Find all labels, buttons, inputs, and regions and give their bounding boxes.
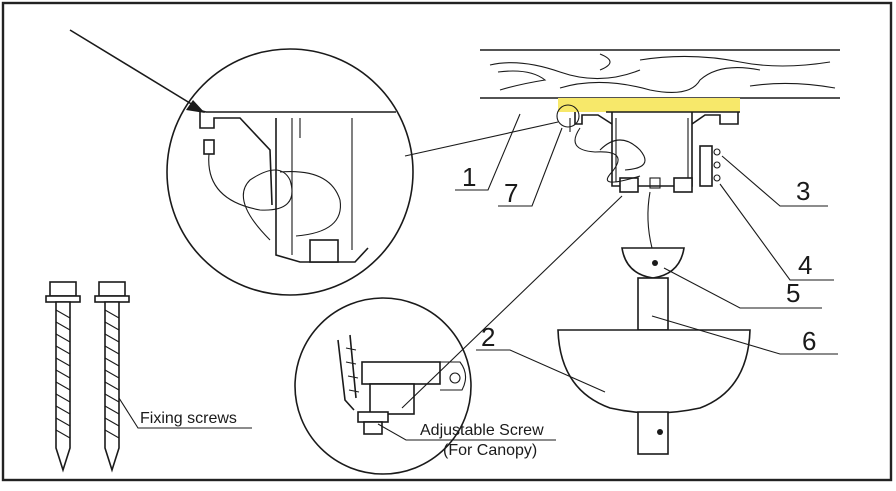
safety-wire xyxy=(647,191,653,249)
adjustable-screw-label: Adjustable Screw xyxy=(420,422,544,439)
fixing-screw xyxy=(94,281,130,473)
callout-3-number: 3 xyxy=(796,176,810,206)
adjustable-screw-leader xyxy=(377,423,556,441)
callout-3: 3 xyxy=(721,155,828,207)
detail-circle-bracket xyxy=(166,48,414,296)
fixing-screws-label: Fixing screws xyxy=(140,410,237,427)
callout-7-number: 7 xyxy=(504,178,518,208)
callout-5: 5 xyxy=(663,267,822,309)
diagram-frame xyxy=(1,1,893,482)
detail-circle-screw xyxy=(294,297,472,475)
mounting-bracket xyxy=(556,104,740,193)
highlight-strip xyxy=(558,98,740,112)
down-rod xyxy=(637,277,669,331)
callout-2: 2 xyxy=(476,322,606,393)
adjustable-screw-sublabel: (For Canopy) xyxy=(443,442,537,459)
callout-1-number: 1 xyxy=(462,162,476,192)
fixing-screws-leader xyxy=(118,397,252,429)
zoom-link-line xyxy=(404,121,559,157)
callout-7: 7 xyxy=(498,127,563,208)
callout-1: 1 xyxy=(455,113,521,192)
pointer-arrow xyxy=(69,29,205,113)
canopy xyxy=(557,329,751,414)
callout-5-number: 5 xyxy=(786,278,800,308)
callout-6-number: 6 xyxy=(802,326,816,356)
callout-4: 4 xyxy=(719,183,834,281)
callout-6: 6 xyxy=(651,315,838,356)
ceiling-beam xyxy=(480,49,840,99)
fixing-screw xyxy=(45,281,81,473)
callout-4-number: 4 xyxy=(798,250,812,280)
zoom-link-line-lower xyxy=(401,195,623,409)
lower-rod xyxy=(637,411,669,455)
callout-2-number: 2 xyxy=(481,322,495,352)
